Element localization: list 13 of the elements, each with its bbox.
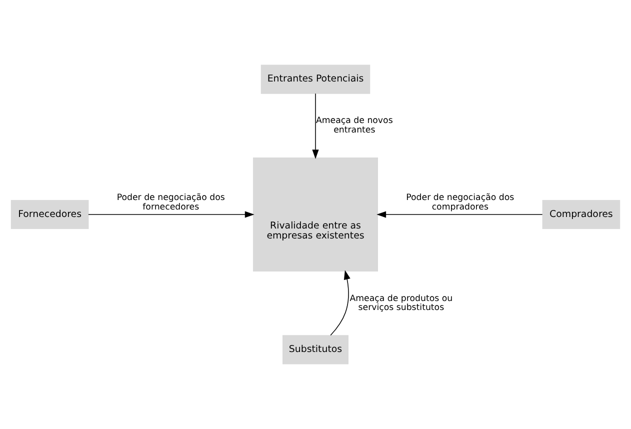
edge-label: Poder de negociação dos fornecedores: [116, 193, 225, 213]
arrow: [88, 211, 254, 218]
edge-label: Ameaça de novos entrantes: [316, 116, 393, 136]
node-box: Substitutos: [282, 335, 349, 364]
edge-label: Ameaça de produtos ou serviços substitutos: [350, 294, 453, 314]
arrow: [376, 211, 543, 218]
node-box: Fornecedores: [10, 200, 89, 230]
edge-label: Poder de negociação dos compradores: [406, 193, 514, 213]
arrow: [312, 93, 319, 160]
arrow: [330, 270, 350, 336]
node-box: Compradores: [542, 200, 620, 230]
node-box: Entrantes Potenciais: [260, 64, 370, 94]
node-box: Rivalidade entre as empresas existentes: [253, 158, 378, 272]
